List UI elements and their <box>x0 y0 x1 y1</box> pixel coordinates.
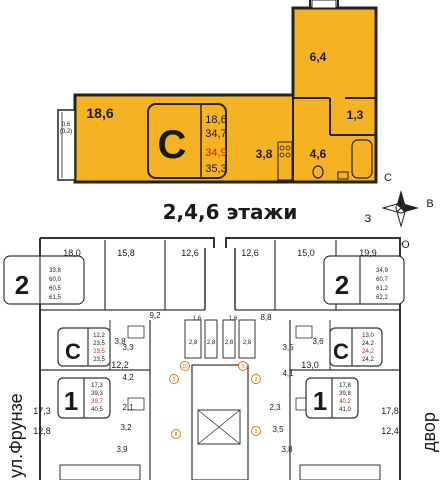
right-studio-bath: 3,5 <box>282 343 294 352</box>
apartment-area-1: 18,6 <box>205 114 226 126</box>
left-one-area-1: 17,3 <box>91 383 103 389</box>
floors-title: 2,4,6 этажи <box>163 200 298 224</box>
left-top-rooms-count: 2 <box>15 270 29 300</box>
right-studio-letter: C <box>333 339 349 364</box>
compass-south: Ю <box>398 239 409 251</box>
left-studio-area-1: 12,2 <box>93 333 105 339</box>
right-one-area-1: 17,8 <box>339 383 351 389</box>
street-label-left: ул.Фрунзе <box>6 393 26 478</box>
compass-west: З <box>365 213 372 225</box>
right-one-area-4: 41,0 <box>339 407 351 413</box>
marker-8: 8 <box>175 432 178 438</box>
right-top-area-3: 61,2 <box>376 286 388 292</box>
left-studio-area-3: 23,5 <box>93 349 105 355</box>
right-studio-area-1: 13,0 <box>362 333 374 339</box>
apartment-area-3: 34,9 <box>205 147 226 159</box>
right-one-bath: 2,3 <box>269 403 281 412</box>
room-corridor-area: 3,8 <box>256 147 273 161</box>
marker-3: 3 <box>255 429 258 435</box>
left-one-hall: 4,2 <box>122 373 134 382</box>
right-studio-area-3: 24,2 <box>362 349 374 355</box>
corridor-label-7: 2,8 <box>225 340 234 346</box>
right-top-room-b: 15,0 <box>297 248 315 258</box>
left-one-wc: 3,2 <box>120 423 132 432</box>
left-top-room-a: 18,0 <box>63 248 81 258</box>
left-one-bath: 2,1 <box>122 403 134 412</box>
building-plan <box>39 237 401 480</box>
left-studio-bath: 3,8 <box>114 337 126 346</box>
compass-icon <box>381 190 419 228</box>
right-studio-hall: 3,6 <box>312 337 324 346</box>
balcony-area-reduced: (0,2) <box>60 129 72 135</box>
marker-1: 1 <box>242 364 245 370</box>
right-one-wc: 3,5 <box>272 425 284 434</box>
left-top-room-b: 15,8 <box>117 248 135 258</box>
corridor-label-8: 2,8 <box>243 340 252 346</box>
room-hall-area: 4,6 <box>310 147 327 161</box>
room-bath-area: 1,3 <box>347 108 364 122</box>
right-top-area-4: 62,2 <box>376 295 388 301</box>
corridor-label-3: 1,6 <box>229 316 238 322</box>
right-one-hall: 4,1 <box>282 369 294 378</box>
right-top-area-1: 34,9 <box>376 268 388 274</box>
right-one-area-2: 39,8 <box>339 391 351 397</box>
left-top-area-3: 60,5 <box>49 286 61 292</box>
right-top-room-c: 19,9 <box>359 248 377 258</box>
highlighted-apartment[interactable] <box>57 0 378 184</box>
left-top-area-4: 61,5 <box>49 295 61 301</box>
right-one-area-3: 40,2 <box>339 399 351 405</box>
right-one-kitchen: 12,4 <box>381 426 399 436</box>
marker-9: 9 <box>173 377 176 383</box>
corridor-label-5: 2,8 <box>189 340 198 346</box>
apartment-area-2: 34,7 <box>205 128 226 140</box>
corridor-label-1: 9,2 <box>149 311 161 320</box>
left-top-room-c: 12,6 <box>181 248 199 258</box>
right-one-rooms-count: 1 <box>313 386 327 416</box>
right-top-rooms-count: 2 <box>335 270 349 300</box>
left-studio-area-4: 23,5 <box>93 357 105 363</box>
right-one-extra: 3,8 <box>281 445 293 454</box>
left-one-area-4: 40,5 <box>91 407 103 413</box>
left-studio-area-2: 23,5 <box>93 341 105 347</box>
left-one-area-2: 39,3 <box>91 391 103 397</box>
left-studio-letter: C <box>65 339 81 364</box>
apartment-markers <box>169 361 261 439</box>
compass-north: С <box>384 172 392 184</box>
right-studio-room: 13,0 <box>301 360 319 370</box>
apartment-area-4: 35,3 <box>205 163 226 175</box>
street-label-right: двор <box>419 412 439 452</box>
right-one-room: 17,8 <box>381 406 399 416</box>
left-one-room: 17,3 <box>33 406 51 416</box>
compass-east: В <box>426 198 433 210</box>
left-studio-hall: 3,3 <box>122 343 134 352</box>
left-one-kitchen: 12,8 <box>33 426 51 436</box>
room-bedroom-area: 6,4 <box>310 50 327 64</box>
corridor-label-4: 8,8 <box>260 313 272 322</box>
apartment-type-letter: C <box>158 123 187 167</box>
plan-info-boxes <box>3 255 405 419</box>
left-one-rooms-count: 1 <box>64 386 78 416</box>
balcony-area: 0,6 <box>62 122 71 128</box>
right-studio-area-2: 24,2 <box>362 341 374 347</box>
left-one-extra: 3,9 <box>116 445 128 454</box>
room-kitchen-living-area: 18,6 <box>86 105 113 121</box>
left-top-area-2: 60,0 <box>49 277 61 283</box>
right-top-area-2: 60,7 <box>376 277 388 283</box>
marker-2: 2 <box>255 377 258 383</box>
right-studio-area-4: 24,2 <box>362 357 374 363</box>
left-one-area-3: 39,7 <box>91 399 103 405</box>
marker-10: 10 <box>182 364 188 370</box>
corridor-label-2: 1,6 <box>193 316 202 322</box>
left-top-area-1: 33,8 <box>49 268 61 274</box>
right-top-room-a: 12,6 <box>241 248 259 258</box>
corridor-label-6: 2,8 <box>207 340 216 346</box>
left-studio-room: 12,2 <box>111 360 129 370</box>
